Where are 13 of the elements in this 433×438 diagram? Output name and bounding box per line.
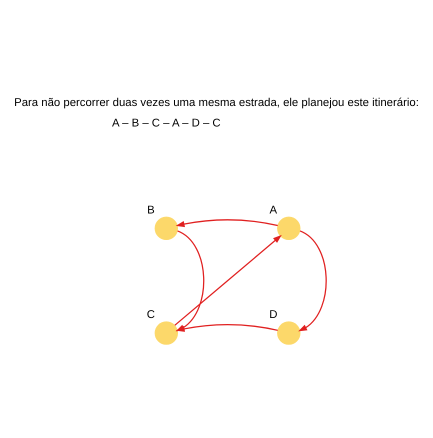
label: A – B – C – A – D – C [112,116,221,129]
node-label: D [269,308,278,321]
node-circle [277,320,300,344]
node-circle [277,216,300,240]
arrow [298,230,327,331]
node-circle [154,320,178,344]
node-label: A [270,204,278,216]
node-label: B [147,204,155,216]
node-label: C [146,308,155,321]
diagram-title: Para não percorrer duas vezes uma mesma estrada, ele planejou este itinerário: [14,96,419,109]
node-circle [154,216,178,240]
arrow [174,234,282,326]
arrow [176,218,278,227]
